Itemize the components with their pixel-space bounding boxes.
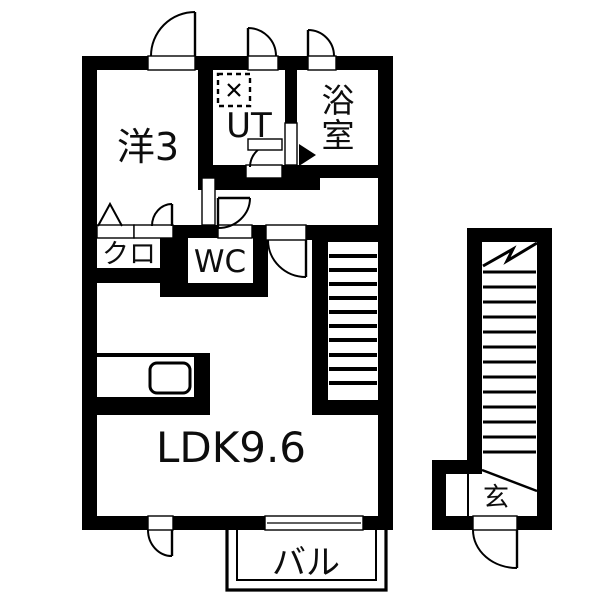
bath-window-swing-icon [306, 29, 335, 57]
wall-under-closet [82, 268, 185, 283]
entrance-door-opening [472, 515, 518, 531]
outdoor-stair-treads [483, 270, 536, 454]
closet-label: クロ [102, 239, 156, 270]
closet-opening-right [133, 224, 174, 239]
kitchen-counter [95, 353, 210, 415]
stair-left-wall [312, 225, 328, 415]
western-door-opening [201, 177, 216, 226]
utility-door-opening [245, 164, 283, 179]
utility-window-opening [247, 55, 279, 71]
door-symbols [97, 11, 335, 557]
western-window-opening [147, 55, 196, 71]
wall-openings [96, 55, 364, 531]
utility-window-swing-icon [246, 27, 277, 57]
ldk-south-door-swing-icon [147, 529, 174, 557]
indoor-staircase [329, 254, 377, 385]
bathroom-label-char2: 室 [322, 116, 355, 155]
stair-break-icon [482, 241, 538, 268]
wall-western-utility [198, 70, 213, 190]
stair-top-wall [312, 225, 393, 242]
hall-western-door-swing-icon [216, 196, 251, 229]
utility-door-leaf [247, 138, 283, 151]
toilet-label: WC [194, 244, 246, 280]
balcony-outline [225, 530, 388, 592]
western-window-swing-icon [150, 11, 197, 57]
genkan-step-diagonal [481, 468, 538, 493]
room-labels: 洋3 UT 浴 室 クロ WC LDK9.6 バル 玄 [102, 81, 509, 583]
toilet-room-interior [188, 238, 253, 283]
outdoor-staircase [432, 228, 552, 569]
utility-room-label: UT [226, 106, 272, 146]
ldk-label: LDK9.6 [156, 423, 306, 472]
hall-door-opening [265, 224, 307, 241]
bath-sliding-door-icon [299, 144, 316, 166]
entrance-label: 玄 [483, 483, 509, 513]
closet-folding-door-icon [97, 201, 123, 227]
stair-bottom-wall [312, 400, 393, 415]
wall-under-bath [320, 165, 393, 178]
kitchen-sink [148, 361, 192, 395]
closet-door-swing-icon [151, 203, 174, 227]
utility-door-swing-icon [247, 138, 283, 168]
western-room-label: 洋3 [117, 125, 179, 169]
entrance-door-swing-icon [472, 529, 519, 569]
bathroom-label-char1: 浴 [322, 81, 355, 120]
toilet-door-opening [217, 224, 253, 239]
hall-ldk-door-swing-icon [267, 239, 308, 278]
bath-window-opening [307, 55, 337, 71]
ldk-south-door-opening [147, 515, 174, 531]
bath-door-opening [284, 122, 298, 166]
washer-pan-icon [216, 72, 252, 108]
balcony-label: バル [272, 543, 340, 583]
closet-opening-left [96, 224, 135, 239]
